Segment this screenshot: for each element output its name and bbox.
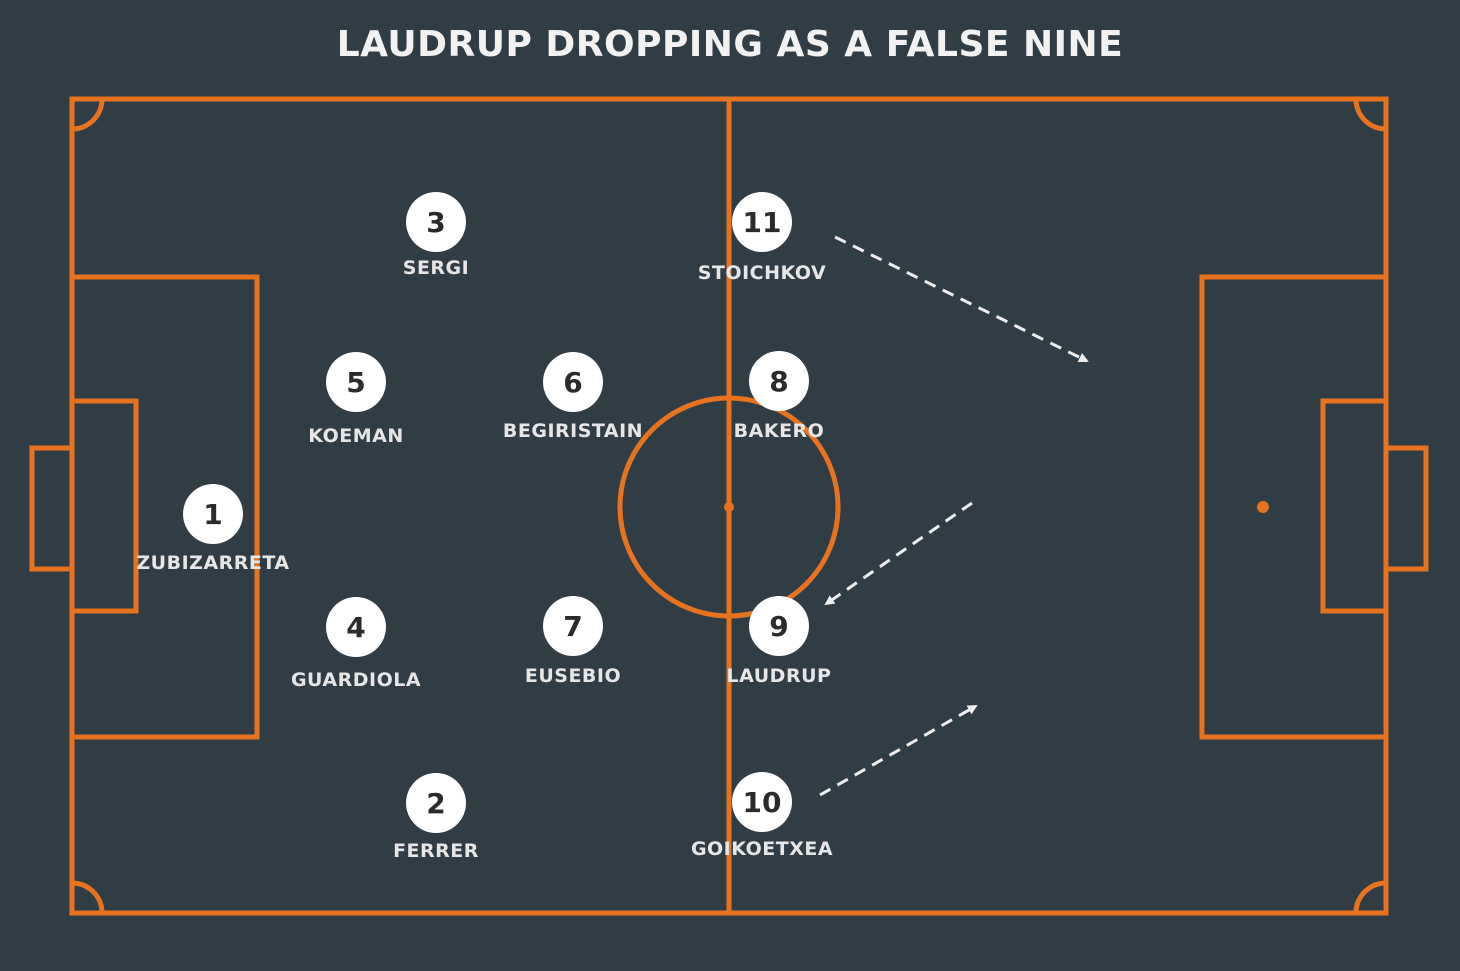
player-circle: [326, 352, 386, 412]
left-goal-area: [69, 398, 139, 614]
left-goal: [29, 445, 75, 572]
corner-arc-bottom-left: [71, 880, 105, 914]
centre-circle: [617, 395, 841, 619]
player-circle: [543, 352, 603, 412]
player-circle: [732, 192, 792, 252]
diagram-title: LAUDRUP DROPPING AS A FALSE NINE: [336, 24, 1124, 65]
player-name: EUSEBIO: [525, 665, 621, 687]
player-name: LAUDRUP: [727, 665, 832, 687]
player-name: GUARDIOLA: [291, 669, 421, 691]
right-goal-area: [1320, 398, 1389, 614]
player-number: 5: [346, 366, 365, 399]
corner-arc-top-left: [71, 98, 105, 132]
player-number: 8: [769, 365, 788, 398]
right-penalty-area: [1199, 274, 1389, 740]
player-circle: [749, 596, 809, 656]
player-name: BAKERO: [734, 420, 825, 442]
player-circle: [406, 192, 466, 252]
right-penalty-spot: [1257, 501, 1269, 513]
centre-spot: [724, 502, 734, 512]
player-number: 10: [743, 786, 782, 819]
player-number: 9: [769, 610, 788, 643]
player-circle: [183, 484, 243, 544]
corner-arc-top-right: [1353, 98, 1387, 132]
player-circle: [406, 773, 466, 833]
player-name: FERRER: [393, 840, 479, 862]
player-name: GOIKOETXEA: [691, 838, 833, 860]
player-number: 4: [346, 611, 365, 644]
player-number: 1: [203, 498, 222, 531]
player-number: 3: [426, 206, 445, 239]
right-goal: [1383, 445, 1429, 572]
player-name: KOEMAN: [308, 425, 404, 447]
run-arrow-goikoetxea: [819, 704, 978, 797]
player-circle: [543, 596, 603, 656]
player-number: 7: [563, 610, 582, 643]
run-arrow-stoichkov: [834, 235, 1089, 363]
player-circle: [732, 772, 792, 832]
drop-arrow-laudrup: [824, 501, 973, 606]
player-name: ZUBIZARRETA: [136, 552, 289, 574]
player-circle: [749, 351, 809, 411]
player-number: 11: [743, 206, 782, 239]
player-number: 2: [426, 787, 445, 820]
player-name: SERGI: [403, 257, 469, 279]
player-circle: [326, 597, 386, 657]
player-name: BEGIRISTAIN: [503, 420, 643, 442]
player-number: 6: [563, 366, 582, 399]
corner-arc-bottom-right: [1353, 880, 1387, 914]
player-name: STOICHKOV: [698, 262, 826, 284]
